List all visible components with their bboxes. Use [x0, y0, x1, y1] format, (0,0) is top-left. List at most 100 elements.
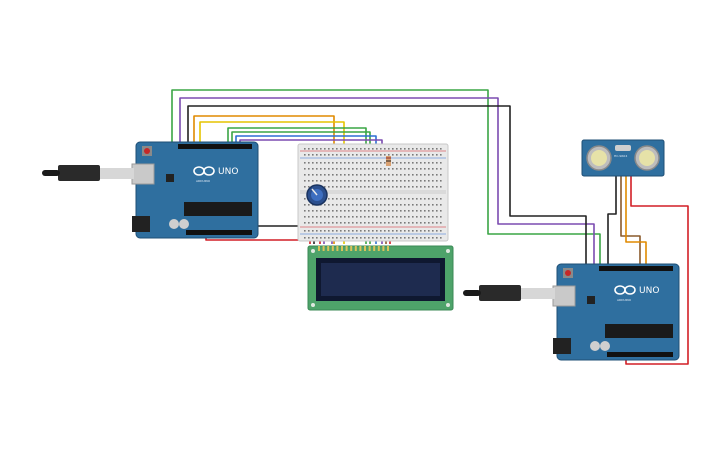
breadboard-hole — [336, 168, 338, 170]
breadboard-hole — [360, 168, 362, 170]
potentiometer-icon[interactable] — [306, 184, 328, 206]
breadboard-hole — [432, 204, 434, 206]
breadboard-hole — [368, 230, 370, 232]
breadboard-hole — [408, 186, 410, 188]
breadboard-hole — [320, 162, 322, 164]
wire-brown-sensor[interactable] — [620, 176, 641, 266]
breadboard-hole — [356, 148, 358, 150]
microcontroller-chip — [605, 324, 673, 338]
breadboard-hole — [304, 168, 306, 170]
breadboard-hole — [412, 168, 414, 170]
breadboard-hole — [304, 186, 306, 188]
lcd-pin — [322, 246, 325, 251]
breadboard-hole — [432, 168, 434, 170]
breadboard-hole — [420, 237, 422, 239]
breadboard-hole — [328, 186, 330, 188]
lcd-pin — [377, 246, 380, 251]
breadboard-hole — [324, 222, 326, 224]
breadboard-hole — [324, 210, 326, 212]
wire-purple-long[interactable] — [179, 97, 595, 266]
arduino-board-right[interactable]: UNO ARDUINO — [552, 263, 680, 361]
breadboard-hole — [392, 174, 394, 176]
breadboard-hole — [340, 210, 342, 212]
breadboard-hole — [432, 148, 434, 150]
ultrasonic-sensor[interactable]: HC-SR04 — [581, 139, 665, 177]
breadboard-hole — [336, 230, 338, 232]
breadboard-hole — [376, 174, 378, 176]
breadboard-hole — [440, 168, 442, 170]
breadboard-hole — [308, 204, 310, 206]
breadboard-hole — [400, 174, 402, 176]
breadboard-hole — [416, 230, 418, 232]
breadboard-hole — [408, 168, 410, 170]
breadboard-hole — [428, 148, 430, 150]
breadboard-hole — [316, 230, 318, 232]
breadboard-hole — [348, 154, 350, 156]
breadboard-hole — [360, 210, 362, 212]
breadboard-hole — [436, 204, 438, 206]
breadboard-hole — [304, 230, 306, 232]
wire-orange-sensor[interactable] — [625, 176, 647, 266]
breadboard-hole — [320, 180, 322, 182]
breadboard-hole — [404, 216, 406, 218]
breadboard-hole — [404, 237, 406, 239]
breadboard-hole — [368, 198, 370, 200]
breadboard-hole — [364, 180, 366, 182]
breadboard-hole — [368, 162, 370, 164]
wire-black-sensor[interactable] — [607, 176, 617, 266]
breadboard-hole — [344, 162, 346, 164]
breadboard-hole — [436, 230, 438, 232]
breadboard-hole — [344, 148, 346, 150]
breadboard-hole — [376, 216, 378, 218]
breadboard-hole — [324, 154, 326, 156]
breadboard-hole — [328, 148, 330, 150]
breadboard-hole — [412, 210, 414, 212]
breadboard[interactable] — [297, 143, 449, 242]
breadboard-hole — [388, 168, 390, 170]
breadboard-hole — [392, 180, 394, 182]
breadboard-hole — [304, 154, 306, 156]
breadboard-hole — [412, 180, 414, 182]
breadboard-hole — [404, 198, 406, 200]
resistor[interactable] — [386, 156, 391, 166]
breadboard-hole — [432, 237, 434, 239]
breadboard-hole — [312, 148, 314, 150]
wire-red-sensor[interactable] — [625, 176, 689, 365]
breadboard-hole — [356, 174, 358, 176]
breadboard-hole — [384, 186, 386, 188]
breadboard-hole — [424, 204, 426, 206]
breadboard-hole — [324, 180, 326, 182]
breadboard-hole — [352, 222, 354, 224]
breadboard-hole — [304, 198, 306, 200]
breadboard-hole — [332, 230, 334, 232]
breadboard-hole — [308, 230, 310, 232]
breadboard-hole — [340, 204, 342, 206]
breadboard-hole — [440, 204, 442, 206]
arduino-board-left[interactable]: UNO ARDUINO — [131, 141, 259, 239]
breadboard-hole — [396, 168, 398, 170]
breadboard-hole — [352, 237, 354, 239]
breadboard-hole — [308, 210, 310, 212]
breadboard-hole — [416, 210, 418, 212]
breadboard-hole — [332, 237, 334, 239]
breadboard-hole — [424, 198, 426, 200]
breadboard-hole — [348, 168, 350, 170]
lcd-display[interactable] — [307, 245, 454, 311]
breadboard-hole — [412, 186, 414, 188]
breadboard-hole — [368, 168, 370, 170]
breadboard-hole — [372, 148, 374, 150]
breadboard-hole — [388, 210, 390, 212]
breadboard-hole — [432, 230, 434, 232]
breadboard-hole — [324, 168, 326, 170]
breadboard-hole — [412, 204, 414, 206]
breadboard-hole — [336, 148, 338, 150]
breadboard-hole — [340, 154, 342, 156]
power-jack — [132, 216, 150, 232]
wire-black-long[interactable] — [187, 105, 587, 266]
wire-green-long[interactable] — [171, 89, 601, 266]
breadboard-hole — [352, 174, 354, 176]
breadboard-hole — [388, 216, 390, 218]
breadboard-hole — [328, 168, 330, 170]
breadboard-hole — [372, 168, 374, 170]
breadboard-hole — [388, 222, 390, 224]
